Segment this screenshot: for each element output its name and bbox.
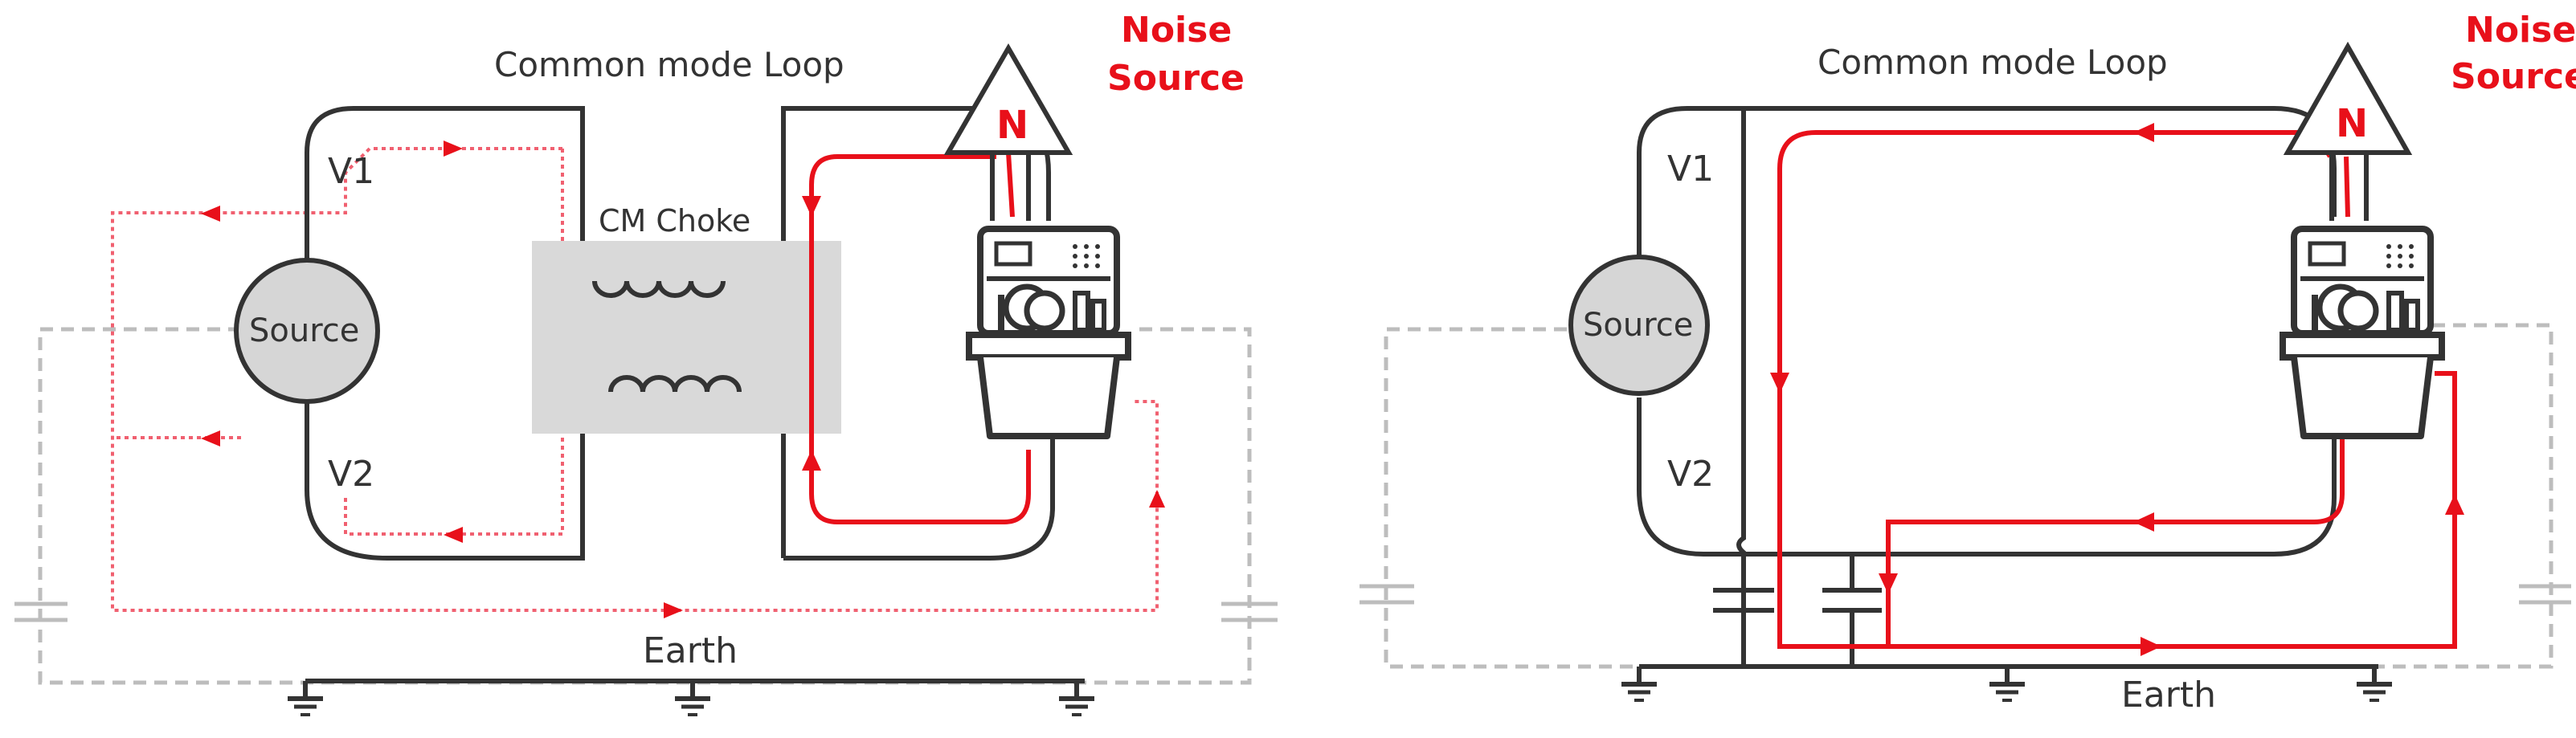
left-ground-icon-1: [288, 681, 323, 715]
right-panel: N Noise Source Source V1 V2 Common mode …: [1360, 10, 2576, 716]
left-cap-right: [1221, 601, 1278, 622]
right-cap-left: [1360, 584, 1414, 605]
left-panel: CM Choke N Noise Source Source V1 V2 Com…: [14, 10, 1278, 715]
left-title: Common mode Loop: [494, 45, 844, 84]
right-y-cap-2: [1822, 588, 1882, 613]
left-dishwasher-icon: [969, 229, 1128, 436]
left-ground-icon-2: [675, 681, 710, 715]
left-noise-label-1: Noise: [1121, 10, 1232, 51]
right-noise-source: N: [2283, 41, 2413, 221]
right-noise-loop: [1777, 130, 2457, 649]
left-earth-label: Earth: [643, 630, 738, 671]
left-source-label: Source: [249, 312, 359, 349]
left-choke-label: CM Choke: [599, 203, 750, 239]
right-v2-label: V2: [1667, 454, 1714, 495]
left-noise-symbol: N: [996, 103, 1028, 148]
left-noise-source: N: [943, 43, 1073, 221]
right-source-circle: [1568, 255, 1710, 396]
left-v1-label: V1: [328, 151, 374, 192]
right-noise-label-2: Source: [2451, 56, 2576, 97]
right-ground-icon-2: [1989, 667, 2025, 700]
right-ground-icon-3: [2357, 667, 2392, 700]
left-noise-loop: [809, 152, 1031, 524]
right-earth-label: Earth: [2121, 675, 2216, 716]
left-noise-label-2: Source: [1107, 58, 1245, 99]
right-ground-icon-1: [1621, 667, 1657, 700]
left-noise-arrows: [802, 196, 821, 471]
left-v2-label: V2: [328, 454, 374, 495]
right-noise-label-1: Noise: [2465, 10, 2576, 51]
right-y-cap-1: [1713, 588, 1774, 613]
right-wiring: [1637, 106, 2337, 667]
right-noise-arrows: [1770, 123, 2464, 656]
left-cap-left: [14, 601, 67, 622]
right-dishwasher-icon: [2283, 229, 2442, 436]
right-source-label: Source: [1583, 307, 1693, 344]
right-v1-label: V1: [1667, 149, 1714, 190]
right-cap-right: [2519, 584, 2571, 605]
left-cm-choke-box: [532, 241, 841, 434]
right-earth-dashed-loop: [1384, 323, 2554, 669]
right-title: Common mode Loop: [1818, 43, 2168, 82]
right-noise-symbol: N: [2336, 101, 2368, 146]
left-faint-arrows: [201, 141, 1165, 618]
left-source-circle: [234, 258, 380, 404]
left-ground-icon-3: [1059, 681, 1094, 715]
